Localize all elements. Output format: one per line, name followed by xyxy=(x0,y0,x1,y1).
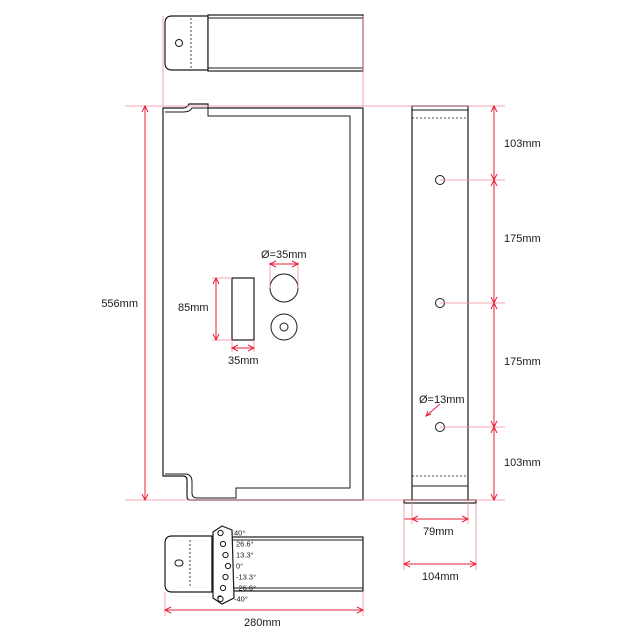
tilt-angle-hole xyxy=(222,551,229,559)
dim-spacing-mid-2: 175mm xyxy=(504,356,541,368)
slot-cutout xyxy=(231,277,255,341)
bottom-view-tab xyxy=(164,535,213,593)
dim-spacing-top: 103mm xyxy=(504,138,541,150)
tilt-angle-label: -13.3° xyxy=(236,573,256,582)
dim-spacing-bottom: 103mm xyxy=(504,457,541,469)
boss-inner xyxy=(279,322,289,332)
tilt-angle-label: -26.6° xyxy=(236,584,256,593)
side-base-flange xyxy=(403,499,477,504)
dim-slot-height: 85mm xyxy=(178,302,209,314)
dim-spacing-mid-1: 175mm xyxy=(504,233,541,245)
tilt-angle-label: 13.3° xyxy=(236,551,254,560)
tilt-angle-label: 0° xyxy=(236,562,243,571)
tilt-angle-hole xyxy=(219,584,227,592)
tilt-angle-holes: 40° 26.6° 13.3° 0° -13.3° -26.6° -40° xyxy=(217,529,256,604)
dim-outer-depth: 104mm xyxy=(422,571,459,583)
dim-large-hole: Ø=35mm xyxy=(261,249,307,261)
tilt-angle-hole xyxy=(222,573,229,581)
dimensions: 556mm 103mm 175mm 175mm 103mm 85mm 35mm … xyxy=(101,16,541,629)
large-hole xyxy=(269,273,299,303)
tilt-adjust-plate xyxy=(212,525,235,605)
tilt-angle-hole xyxy=(217,595,224,603)
dim-inner-depth: 79mm xyxy=(423,526,454,538)
tilt-angle-label: 26.6° xyxy=(236,540,254,549)
dim-small-hole: Ø=13mm xyxy=(419,394,465,406)
bottom-slot-hole xyxy=(174,559,184,567)
dim-total-height: 556mm xyxy=(101,298,138,310)
top-view xyxy=(164,14,364,72)
top-view-mount-hole xyxy=(175,39,183,47)
bottom-view-body xyxy=(211,536,364,592)
tilt-angle-hole xyxy=(219,540,227,548)
dim-bottom-width: 280mm xyxy=(244,617,281,629)
tilt-angle-label: -40° xyxy=(234,595,248,604)
side-view xyxy=(403,105,477,504)
tilt-angle-hole xyxy=(217,529,224,537)
dim-slot-width: 35mm xyxy=(228,355,259,367)
tilt-angle-label: 40° xyxy=(234,529,245,538)
tilt-angle-hole xyxy=(224,562,232,570)
top-view-body xyxy=(207,14,364,72)
top-view-tab xyxy=(164,15,209,71)
bottom-view: 40° 26.6° 13.3° 0° -13.3° -26.6° -40° xyxy=(164,525,364,605)
